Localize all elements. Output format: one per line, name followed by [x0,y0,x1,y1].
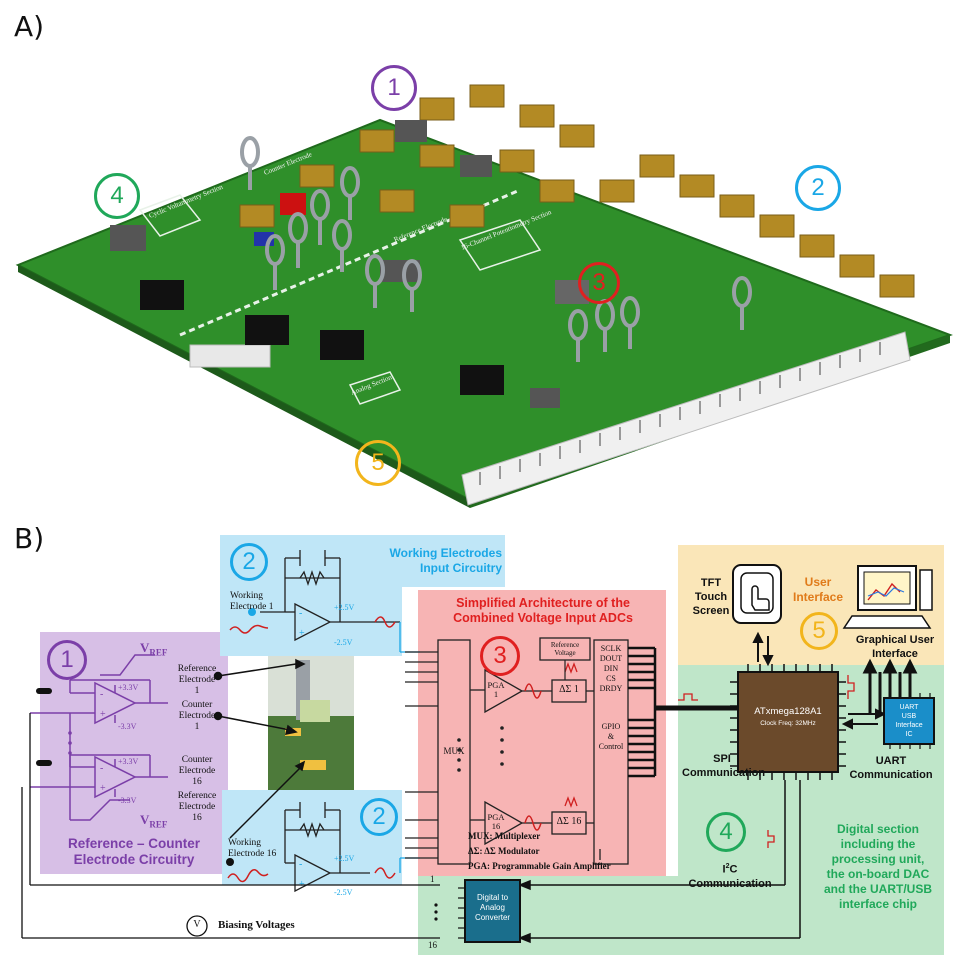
marker-5-user: 5 [800,612,838,650]
working-minus-1: -2.5V [334,638,353,647]
label-working-electrode-1: Working Electrode 1 [230,591,274,612]
marker-3-adc: 3 [480,636,520,676]
svg-text:-: - [100,763,103,774]
adc-pins-bottom: GPIO & Control [598,722,624,751]
refcounter-opamps [30,654,168,821]
region-working-title [355,535,505,587]
marker-1-refcounter: 1 [47,640,87,680]
adc-pga-16: PGA 16 [487,812,505,831]
voltage-source-symbol: V [193,919,201,930]
marker-2-working-1: 2 [230,543,268,581]
label-uart: UART Communication [849,755,933,781]
marker-3-pcb: 3 [578,262,620,304]
uart-chip [883,697,935,745]
dac-input-16: 16 [428,940,437,950]
adc-ds-1: ΔΣ 1 [559,684,579,695]
marker-2-pcb: 2 [795,165,841,211]
marker-4-pcb: 4 [94,173,140,219]
label-ref-electrode-1: Reference Electrode 1 [177,664,217,696]
mcu-clock: Clock Freq: 32MHz [760,720,816,727]
pcb-render: Cyclic Voltammetry Section 16-Channel Po… [15,84,953,508]
adc-pins-top: SCLK DOUT DIN CS DRDY [599,644,623,693]
label-spi: SPI Communication [682,753,766,779]
refcounter-minus-16: -3.3V [118,796,137,805]
adc-ref-voltage: Reference Voltage [550,641,580,657]
ic-chips [110,120,589,408]
schematic: - + - + - + - + [21,550,935,944]
label-counter-electrode-16: Counter Electrode 16 [178,755,216,787]
header-connector-left [189,344,271,368]
adc-legend-ds: ΔΣ: ΔΣ Modulator [468,846,540,856]
marker-1-pcb: 1 [371,65,417,111]
dac-label: Digital to Analog Converter [474,893,511,922]
marker-4-digital: 4 [706,812,746,852]
refcounter-plus-1: +3.3V [118,683,139,692]
label-user-interface: User Interface [792,575,844,604]
label-working-electrode-16: Working Electrode 16 [228,838,277,859]
refcounter-plus-16: +3.3V [118,757,139,766]
label-biasing-voltages: Biasing Voltages [218,919,295,931]
marker-5-pcb: 5 [355,440,401,486]
svg-text:+: + [100,709,106,720]
svg-text:-: - [299,608,302,619]
digital-description: Digital section including the processing… [824,822,932,911]
panel-b-label: B) [14,522,45,555]
vref-bottom: VREF [140,812,168,830]
dac-chip [464,879,521,943]
pcb-board-edge [18,265,470,508]
adc-legend-pga: PGA: Programmable Gain Amplifier [468,861,611,871]
mcu-label: ATxmega128A1 [754,706,822,717]
label-ref-electrode-16: Reference Electrode 16 [177,791,217,823]
svg-text:-: - [299,859,302,870]
adc-mux-label: MUX [443,746,465,756]
adc-legend-mux: MUX: Multiplexer [468,831,541,841]
mcu-chip [737,671,839,773]
adc-title: Simplified Architecture of the Combined … [453,596,633,625]
adc-ds-16: ΔΣ 16 [556,816,582,827]
label-i2c: I2C Communication [688,863,772,890]
capacitors [239,84,915,298]
vref-top: VREF [140,640,168,658]
label-gui: Graphical User Interface [855,634,935,660]
label-counter-electrode-1: Counter Electrode 1 [178,700,216,732]
label-tft: TFT Touch Screen [692,577,730,617]
uart-chip-label: UART USB Interface IC [895,704,923,738]
header-connector-right [461,331,911,506]
refcounter-title: Reference – Counter Electrode Circuitry [67,836,201,867]
svg-text:+: + [100,783,106,794]
refcounter-minus-1: -3.3V [118,722,137,731]
header-pins [479,342,881,485]
electrode-pins [240,136,752,362]
panel-a-label: A) [14,10,45,43]
working-plus-16: +2.5V [334,854,355,863]
region-digital-lower [418,876,678,955]
working-title: Working Electrodes Input Circuitry [389,546,502,575]
svg-text:-: - [100,689,103,700]
dac-input-1: 1 [430,874,435,884]
svg-text:+: + [299,628,305,639]
working-minus-16: -2.5V [334,888,353,897]
adc-pga-1: PGA 1 [487,680,505,699]
marker-2-working-16: 2 [360,798,398,836]
working-plus-1: +2.5V [334,603,355,612]
